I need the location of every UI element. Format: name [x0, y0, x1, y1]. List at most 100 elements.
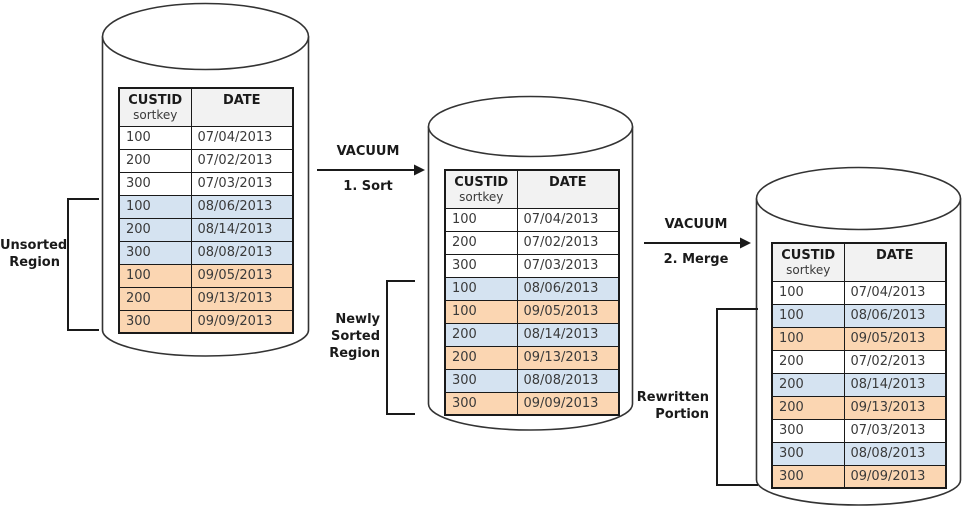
table-row: 300 09/09/2013 — [118, 309, 294, 334]
vacuum-label-1: VACUUM — [336, 144, 400, 159]
table-row: 200 08/14/2013 — [444, 322, 620, 347]
custid-cell: 300 — [771, 464, 845, 489]
vacuum-label-2: VACUUM — [664, 217, 728, 232]
date-column-header: DATE — [843, 242, 947, 282]
custid-cell: 200 — [444, 322, 518, 347]
custid-cell: 100 — [118, 263, 192, 288]
date-cell: 07/02/2013 — [516, 230, 620, 255]
custid-cell: 200 — [771, 349, 845, 374]
region-label-line: Sorted — [330, 329, 380, 344]
region-label-line: Region — [329, 346, 380, 361]
merged-table: CUSTID sortkey DATE 100 07/04/2013 100 0… — [771, 242, 947, 489]
newly-sorted-region-bracket — [386, 280, 415, 415]
date-column-header: DATE — [516, 169, 620, 209]
sortkey-label: sortkey — [786, 263, 831, 277]
custid-cell: 300 — [771, 441, 845, 466]
custid-cell: 200 — [771, 395, 845, 420]
table-row: 100 07/04/2013 — [444, 207, 620, 232]
custid-cell: 300 — [444, 368, 518, 393]
date-cell: 09/05/2013 — [516, 299, 620, 324]
date-cell: 07/03/2013 — [843, 418, 947, 443]
table-row: 200 09/13/2013 — [444, 345, 620, 370]
region-label-line: Unsorted — [0, 238, 68, 253]
newly-sorted-table: CUSTID sortkey DATE 100 07/04/2013 200 0… — [444, 169, 620, 416]
date-cell: 09/13/2013 — [190, 286, 294, 311]
table-row: 300 07/03/2013 — [118, 171, 294, 196]
table-header-row: CUSTID sortkey DATE — [118, 87, 294, 127]
custid-cell: 200 — [118, 217, 192, 242]
date-cell: 08/06/2013 — [516, 276, 620, 301]
table-row: 300 08/08/2013 — [771, 441, 947, 466]
table-row: 200 07/02/2013 — [771, 349, 947, 374]
sortkey-label: sortkey — [133, 108, 178, 122]
custid-cell: 200 — [444, 345, 518, 370]
region-label-line: Newly — [335, 312, 380, 327]
date-cell: 09/09/2013 — [516, 391, 620, 416]
table-row: 300 07/03/2013 — [771, 418, 947, 443]
custid-column-header: CUSTID sortkey — [118, 87, 192, 127]
date-cell: 08/08/2013 — [843, 441, 947, 466]
date-cell: 08/06/2013 — [843, 303, 947, 328]
date-cell: 08/14/2013 — [516, 322, 620, 347]
custid-label: CUSTID — [781, 248, 836, 263]
table-header-row: CUSTID sortkey DATE — [771, 242, 947, 282]
table-row: 200 09/13/2013 — [771, 395, 947, 420]
region-label-line: Rewritten — [636, 390, 709, 405]
custid-cell: 100 — [118, 125, 192, 150]
sort-step-label: 1. Sort — [343, 179, 393, 194]
date-cell: 09/13/2013 — [843, 395, 947, 420]
date-cell: 07/04/2013 — [516, 207, 620, 232]
right-arrow-icon — [644, 237, 751, 249]
sortkey-label: sortkey — [459, 190, 504, 204]
date-cell: 09/05/2013 — [190, 263, 294, 288]
date-cell: 08/08/2013 — [516, 368, 620, 393]
table-row: 100 09/05/2013 — [118, 263, 294, 288]
custid-cell: 300 — [771, 418, 845, 443]
table-row: 300 08/08/2013 — [118, 240, 294, 265]
custid-cell: 300 — [118, 171, 192, 196]
table-row: 100 08/06/2013 — [118, 194, 294, 219]
table-row: 100 09/05/2013 — [771, 326, 947, 351]
custid-cell: 100 — [771, 326, 845, 351]
custid-cell: 300 — [118, 240, 192, 265]
date-cell: 09/05/2013 — [843, 326, 947, 351]
rewritten-portion-label: Rewritten Portion — [621, 389, 709, 423]
custid-column-header: CUSTID sortkey — [444, 169, 518, 209]
custid-label: CUSTID — [128, 93, 183, 108]
region-label-line: Portion — [655, 407, 709, 422]
table-row: 300 08/08/2013 — [444, 368, 620, 393]
table-row: 100 07/04/2013 — [118, 125, 294, 150]
date-cell: 07/04/2013 — [843, 280, 947, 305]
table-row: 200 08/14/2013 — [118, 217, 294, 242]
date-cell: 09/09/2013 — [190, 309, 294, 334]
table-row: 300 09/09/2013 — [771, 464, 947, 489]
region-label-line: Region — [9, 255, 60, 270]
date-cell: 08/14/2013 — [843, 372, 947, 397]
table-row: 300 09/09/2013 — [444, 391, 620, 416]
rewritten-portion-bracket — [716, 308, 758, 486]
custid-cell: 100 — [444, 299, 518, 324]
unsorted-table: CUSTID sortkey DATE 100 07/04/2013 200 0… — [118, 87, 294, 334]
custid-cell: 200 — [771, 372, 845, 397]
custid-cell: 200 — [118, 286, 192, 311]
custid-label: CUSTID — [454, 175, 509, 190]
date-cell: 09/09/2013 — [843, 464, 947, 489]
custid-cell: 100 — [771, 280, 845, 305]
custid-cell: 100 — [118, 194, 192, 219]
custid-cell: 300 — [118, 309, 192, 334]
date-cell: 07/02/2013 — [190, 148, 294, 173]
date-column-header: DATE — [190, 87, 294, 127]
unsorted-region-bracket — [67, 198, 99, 331]
table-row: 100 09/05/2013 — [444, 299, 620, 324]
unsorted-region-label: Unsorted Region — [0, 237, 67, 271]
date-cell: 07/02/2013 — [843, 349, 947, 374]
date-cell: 07/03/2013 — [516, 253, 620, 278]
date-cell: 09/13/2013 — [516, 345, 620, 370]
table-header-row: CUSTID sortkey DATE — [444, 169, 620, 209]
table-row: 200 08/14/2013 — [771, 372, 947, 397]
custid-cell: 200 — [444, 230, 518, 255]
table-row: 100 08/06/2013 — [444, 276, 620, 301]
custid-cell: 100 — [444, 276, 518, 301]
table-row: 200 07/02/2013 — [118, 148, 294, 173]
